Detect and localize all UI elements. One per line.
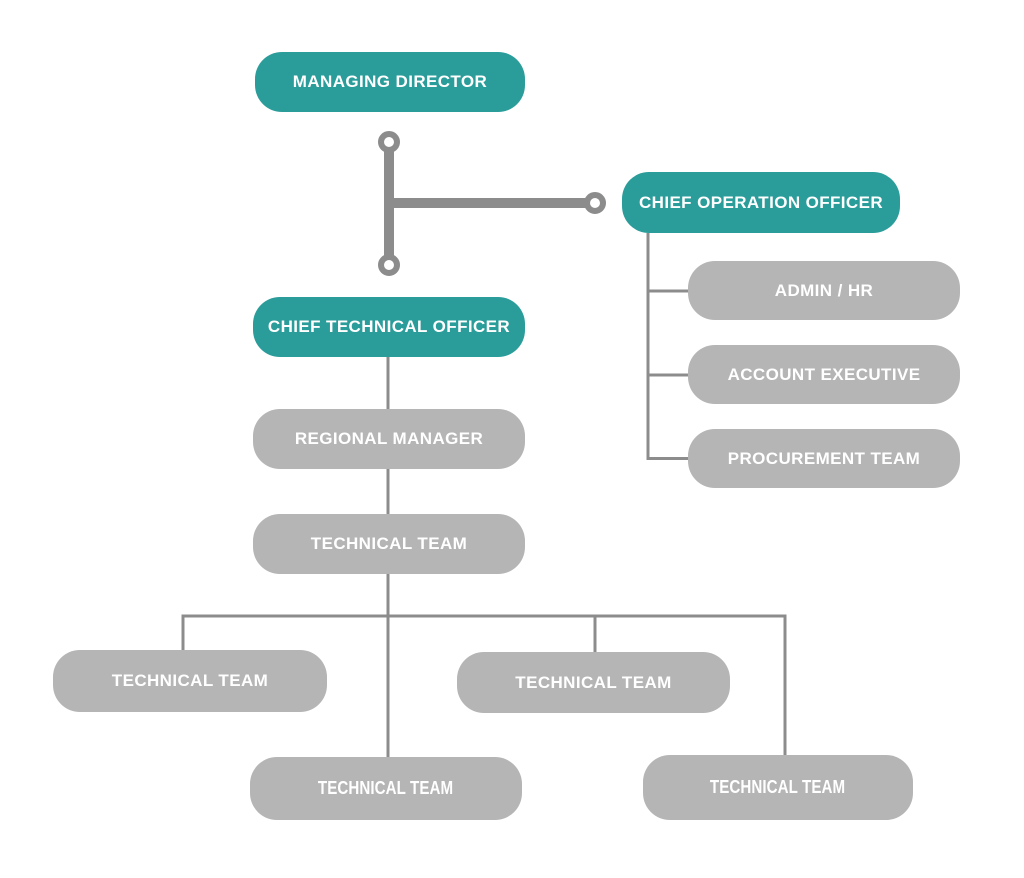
node-label: REGIONAL MANAGER [294,429,484,448]
node-managing-director: MANAGING DIRECTOR [255,52,525,112]
node-label: TECHNICAL TEAM [111,671,269,690]
node-technical-team-1: TECHNICAL TEAM [53,650,327,712]
node-label: ACCOUNT EXECUTIVE [727,364,921,384]
node-label: TECHNICAL TEAM [710,777,846,797]
node-label: CHIEF OPERATION OFFICER [638,192,884,212]
node-technical-team-2: TECHNICAL TEAM [250,757,522,820]
node-technical-team-4: TECHNICAL TEAM [643,755,913,820]
branch-connectors [181,233,787,759]
trunk-terminal-rings [378,131,606,276]
node-account-executive: ACCOUNT EXECUTIVE [688,345,960,404]
node-chief-technical-officer: CHIEF TECHNICAL OFFICER [253,297,525,357]
node-label: TECHNICAL TEAM [318,778,454,798]
node-label: TECHNICAL TEAM [310,534,468,553]
node-label: CHIEF TECHNICAL OFFICER [267,317,511,336]
node-regional-manager: REGIONAL MANAGER [253,409,525,469]
node-label: TECHNICAL TEAM [515,672,672,692]
node-technical-team-3: TECHNICAL TEAM [457,652,730,713]
node-label: PROCUREMENT TEAM [727,448,921,468]
node-procurement-team: PROCUREMENT TEAM [688,429,960,488]
trunk-connector [384,142,595,265]
node-chief-operation-officer: CHIEF OPERATION OFFICER [622,172,900,233]
node-label: ADMIN / HR [774,280,874,300]
node-label: MANAGING DIRECTOR [292,72,488,91]
node-technical-team-lead: TECHNICAL TEAM [253,514,525,574]
node-admin-hr: ADMIN / HR [688,261,960,320]
